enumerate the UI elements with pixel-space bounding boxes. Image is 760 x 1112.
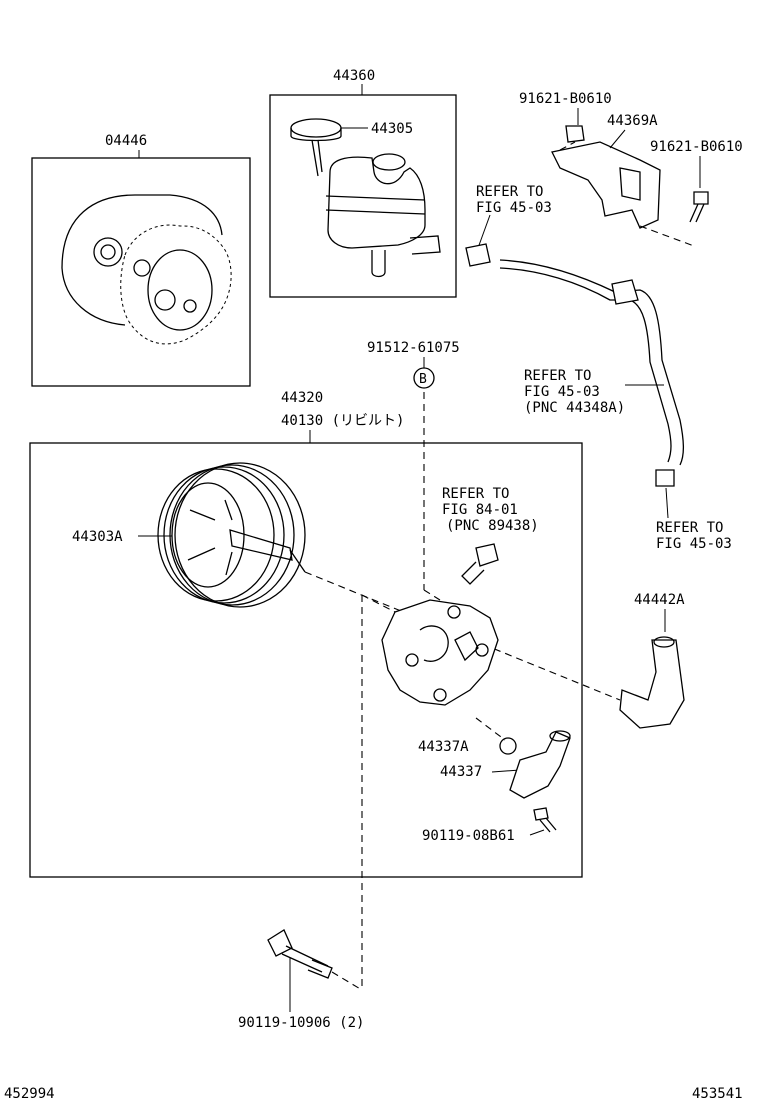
label-91512: 91512-61075 [367,340,460,356]
label-44337: 44337 [440,764,482,780]
box-44360 [269,94,457,298]
return-hose-drawing [465,243,685,487]
label-44303A: 44303A [72,529,123,545]
refer-b-line3: (PNC 44348A) [524,400,625,416]
label-44320: 44320 [281,390,323,406]
gasket-kit-drawing [61,194,232,345]
leader-refer-a [477,214,491,249]
callout-b-text: B [419,372,427,387]
refer-c-line1: REFER TO [442,486,509,502]
box-44320 [29,442,583,878]
leader-90119-08 [529,829,545,836]
oring-drawing [499,737,517,755]
leader-44369A [609,129,626,149]
refer-a-line1: REFER TO [476,184,543,200]
label-90119-10: 90119-10906 (2) [238,1015,364,1031]
union-drawing [509,730,571,799]
footer-left-code: 452994 [4,1086,55,1102]
label-91621-right: 91621-B0610 [650,139,743,155]
refer-b-line1: REFER TO [524,368,591,384]
mounting-bolt-drawing [267,929,333,979]
label-44442A: 44442A [634,592,685,608]
refer-b-line2: FIG 45-03 [524,384,600,400]
leader-44337 [491,769,521,773]
suction-port-drawing [619,636,685,729]
reservoir-cap-drawing [290,118,342,177]
label-90119-08: 90119-08B61 [422,828,515,844]
refer-d-line1: REFER TO [656,520,723,536]
label-40130: 40130 (リビルト) [281,413,404,429]
pulley-drawing [157,462,306,608]
refer-a-line2: FIG 45-03 [476,200,552,216]
pump-body-drawing [381,599,499,706]
refer-c-line3: (PNC 89438) [446,518,539,534]
refer-d-line2: FIG 45-03 [656,536,732,552]
label-44337A: 44337A [418,739,469,755]
footer-right-code: 453541 [692,1086,743,1102]
label-44360: 44360 [333,68,375,84]
label-44369A: 44369A [607,113,658,129]
box-04446 [31,157,251,387]
bolt-small-drawing [533,807,557,833]
reservoir-tank-drawing [325,153,441,278]
callout-b-circle [413,367,435,389]
bracket-drawing [551,125,709,229]
pressure-switch-drawing [461,543,499,585]
label-91621-top: 91621-B0610 [519,91,612,107]
label-44305: 44305 [371,121,413,137]
label-04446: 04446 [105,133,147,149]
leader-refer-d [665,487,669,519]
refer-c-line2: FIG 84-01 [442,502,518,518]
